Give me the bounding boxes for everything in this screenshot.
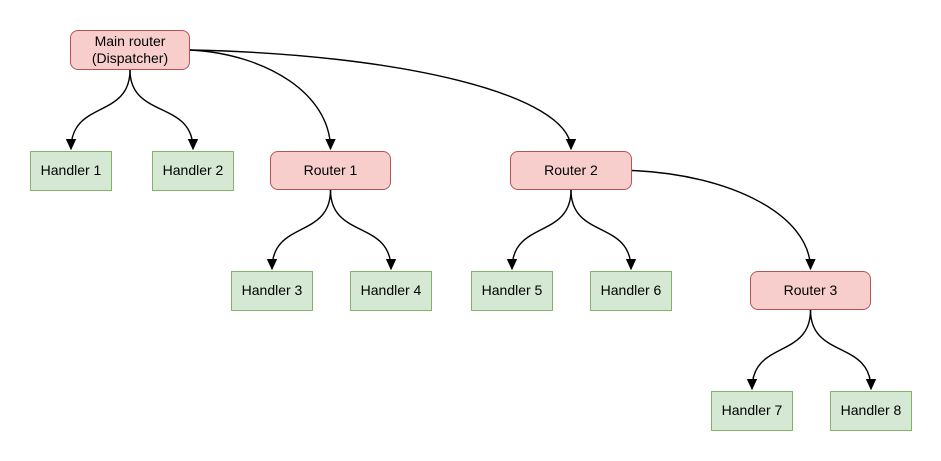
node-handler-6-label: Handler 6 [600, 282, 662, 299]
edge-main-router-to-handler-1 [65, 69, 131, 151]
edge-router-1-to-handler-3 [266, 189, 332, 271]
node-router-3: Router 3 [750, 271, 871, 310]
edge-router-2-to-handler-5 [506, 189, 572, 271]
node-handler-4-label: Handler 4 [360, 282, 422, 299]
node-router-3-label: Router 3 [783, 281, 838, 298]
edge-router-2-to-handler-6 [570, 189, 637, 271]
node-handler-7: Handler 7 [711, 391, 793, 431]
edge-main-router-to-handler-2 [129, 69, 199, 151]
node-handler-2-label: Handler 2 [162, 162, 224, 179]
node-main-router: Main router (Dispatcher) [70, 30, 190, 70]
node-handler-4: Handler 4 [350, 271, 432, 311]
edge-router-3-to-handler-8 [809, 309, 877, 391]
node-router-2-label: Router 2 [544, 161, 598, 178]
node-handler-7-label: Handler 7 [721, 402, 783, 419]
node-handler-5-label: Handler 5 [481, 282, 543, 299]
node-handler-8: Handler 8 [830, 391, 912, 431]
edge-router-3-to-handler-7 [746, 309, 812, 391]
node-handler-1: Handler 1 [30, 151, 112, 191]
edge-main-router-to-router-1 [189, 49, 336, 151]
node-router-2: Router 2 [510, 151, 632, 190]
node-handler-6: Handler 6 [590, 271, 672, 311]
node-handler-5: Handler 5 [471, 271, 553, 311]
edge-router-1-to-handler-4 [329, 189, 397, 271]
node-handler-1-label: Handler 1 [40, 162, 102, 179]
node-handler-2: Handler 2 [152, 151, 234, 191]
node-router-1-label: Router 1 [303, 161, 358, 178]
node-handler-3-label: Handler 3 [241, 282, 303, 299]
edge-router-2-to-router-3 [631, 169, 816, 271]
node-handler-8-label: Handler 8 [840, 402, 902, 419]
node-handler-3: Handler 3 [231, 271, 313, 311]
edge-main-router-to-router-2 [189, 49, 577, 151]
node-main-router-label: Main router (Dispatcher) [91, 32, 169, 67]
node-router-1: Router 1 [270, 151, 391, 190]
